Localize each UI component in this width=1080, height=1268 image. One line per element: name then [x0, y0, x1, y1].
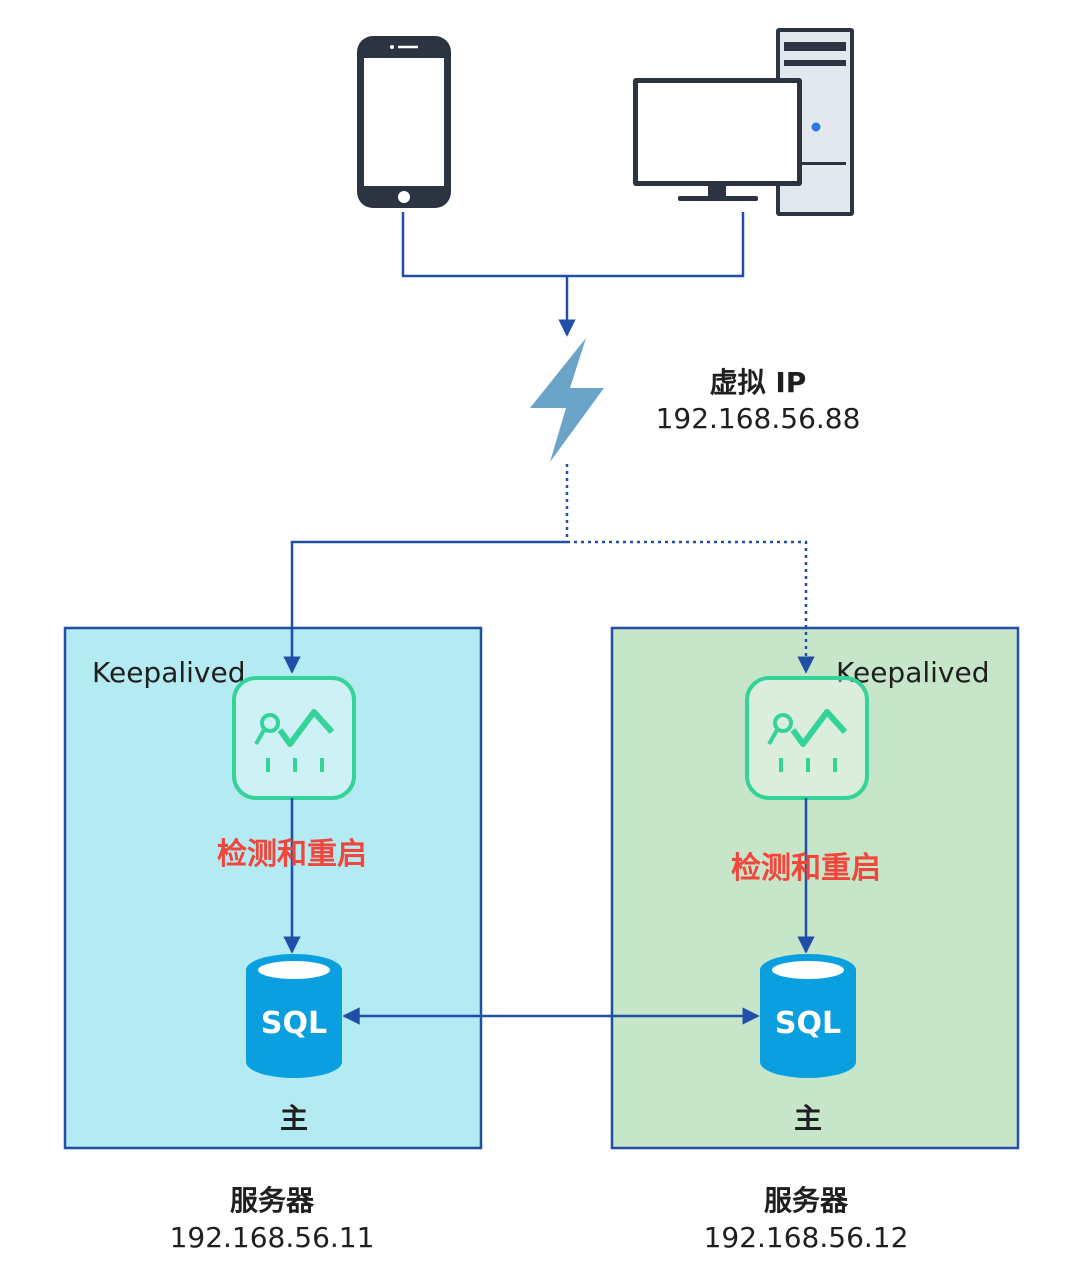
- vip-to-primary-line: [283, 540, 567, 674]
- db-label-primary: SQL: [261, 1006, 327, 1041]
- server-caption-ip-secondary: 192.168.56.12: [704, 1221, 909, 1254]
- vip-address: 192.168.56.88: [656, 402, 861, 435]
- health-label-secondary: 检测和重启: [731, 851, 881, 886]
- database-icon: [246, 954, 342, 1078]
- server-caption-title-secondary: 服务器: [764, 1184, 849, 1217]
- monitoring-chart-icon: [232, 676, 356, 800]
- role-label-primary: 主: [280, 1102, 308, 1135]
- keepalived-label-primary: Keepalived: [92, 656, 245, 689]
- lightning-icon: [530, 338, 604, 462]
- monitoring-chart-icon: [745, 676, 869, 800]
- health-label-primary: 检测和重启: [217, 837, 367, 872]
- db-label-secondary: SQL: [775, 1006, 841, 1041]
- vip-title: 虚拟 IP: [710, 366, 807, 399]
- vip-to-secondary-dotted-line: [567, 540, 815, 674]
- database-icon: [760, 954, 856, 1078]
- server-caption-ip-primary: 192.168.56.11: [170, 1221, 375, 1254]
- server-caption-title-primary: 服务器: [230, 1184, 315, 1217]
- desktop-computer-icon: [633, 28, 854, 216]
- pc-connector: [567, 212, 745, 278]
- phone-connector: [401, 212, 567, 278]
- smartphone-icon: [357, 36, 451, 208]
- role-label-secondary: 主: [794, 1102, 822, 1135]
